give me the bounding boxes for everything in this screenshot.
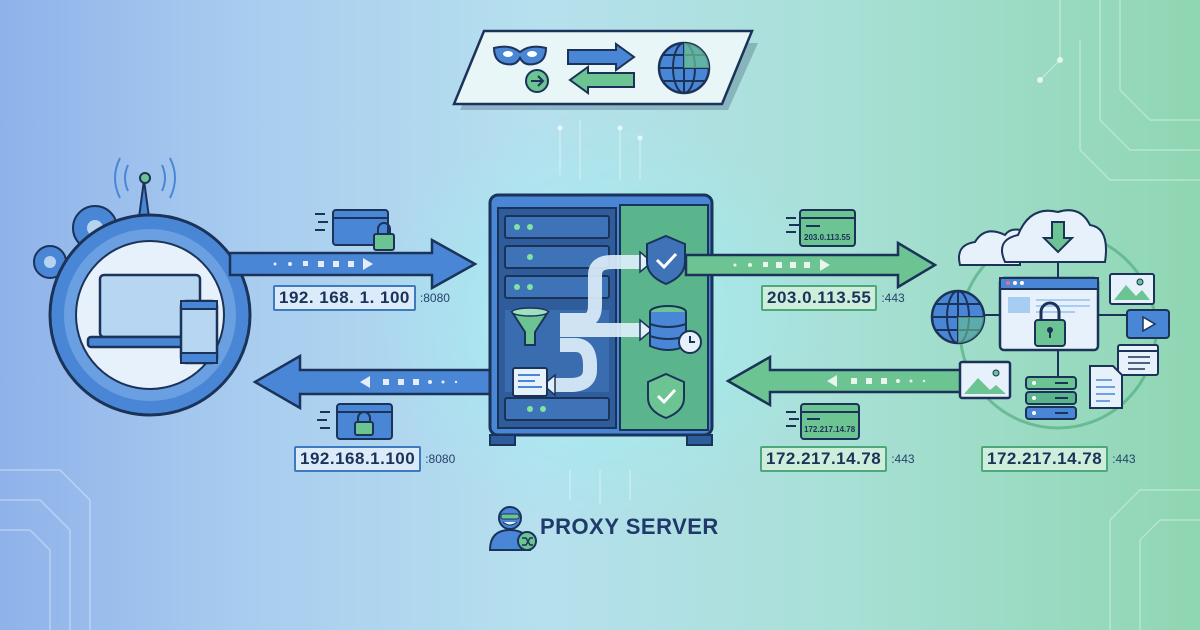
proxy-inbound-ip: 172.217.14.78	[760, 446, 888, 472]
shield-check-icon	[647, 372, 685, 420]
internet-server-port: :443	[1112, 452, 1136, 466]
response-packet	[317, 403, 393, 440]
arrow-right-icon	[567, 42, 636, 72]
internet-server-ip: 172.217.14.78	[981, 446, 1109, 472]
globe-icon	[657, 41, 711, 95]
list-icon	[1117, 344, 1159, 376]
proxy-inbound-port: :443	[891, 452, 915, 466]
response-arrow	[252, 353, 512, 411]
mask-icon	[492, 45, 548, 66]
client-request-port: :8080	[419, 291, 450, 305]
globe-icon	[930, 289, 986, 345]
browser-lock-icon	[998, 276, 1100, 352]
arrow-left-icon	[568, 65, 635, 95]
inbound-arrow	[725, 354, 964, 408]
client-response-port: :8080	[425, 452, 456, 466]
proxy-outbound-ip: 203.0.113.55	[761, 285, 878, 311]
image-icon	[958, 360, 1012, 400]
cloud-download-icon	[958, 209, 1107, 278]
outbound-arrow	[684, 240, 938, 290]
inbound-packet: 172.217.14.78	[786, 403, 860, 440]
outbound-packet-label: 203.0.113.55	[804, 233, 851, 242]
phone-icon	[179, 299, 219, 365]
internet-server-address: 172.217.14.78 :443	[981, 446, 1136, 472]
document-icon	[1089, 365, 1123, 409]
client-response-address: 192.168.1.100 :8080	[294, 446, 455, 472]
proxy-inbound-address: 172.217.14.78 :443	[760, 446, 915, 472]
database-clock-icon	[649, 305, 702, 354]
inbound-packet-label: 172.217.14.78	[804, 425, 856, 434]
outbound-packet: 203.0.113.55	[786, 209, 856, 247]
proxy-outbound-port: :443	[881, 291, 905, 305]
server-stack-icon	[1025, 376, 1077, 420]
page-title: PROXY SERVER	[540, 514, 719, 539]
lock-icon	[354, 421, 374, 436]
log-document-icon	[512, 367, 548, 397]
routing-paths	[555, 255, 640, 392]
client-request-address: 192. 168. 1. 100 :8080	[273, 285, 450, 311]
lock-icon	[373, 222, 395, 251]
request-arrow	[228, 237, 478, 291]
client-request-ip: 192. 168. 1. 100	[273, 285, 416, 311]
arrow-right-circle-icon	[525, 69, 549, 93]
shield-check-icon	[646, 234, 686, 286]
client-response-ip: 192.168.1.100	[294, 446, 422, 472]
funnel-icon	[510, 307, 550, 346]
image-icon	[1109, 273, 1155, 305]
video-icon	[1126, 309, 1170, 339]
proxy-outbound-address: 203.0.113.55 :443	[761, 285, 905, 311]
